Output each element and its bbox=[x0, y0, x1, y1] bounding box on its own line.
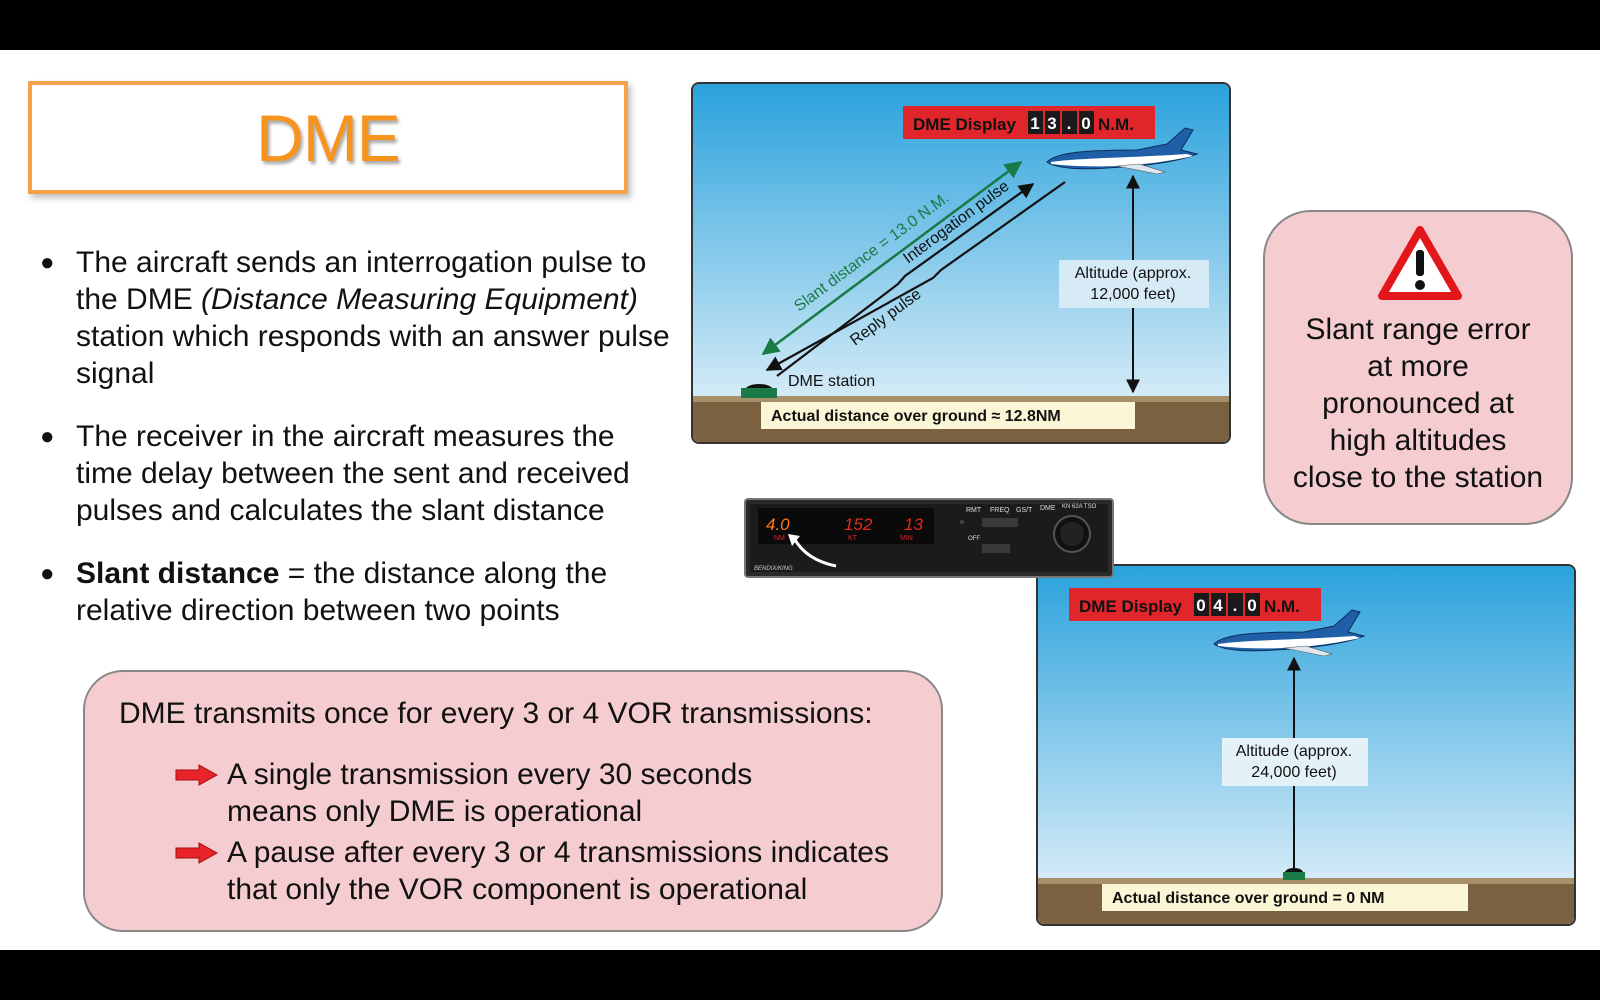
radio-speed-unit: KT bbox=[848, 535, 858, 542]
bullet-dot-icon: ● bbox=[40, 423, 55, 450]
radio-label: GS/T bbox=[1016, 507, 1033, 514]
bullet-text: = the distance along the relative direct… bbox=[76, 557, 608, 627]
radio-distance-unit: NM bbox=[774, 535, 785, 542]
display-digit: 4 bbox=[1213, 596, 1223, 615]
red-arrow-icon bbox=[175, 764, 219, 786]
bullet-italic-text: (Distance Measuring Equipment) bbox=[201, 283, 638, 316]
dme-display-label: DME Display bbox=[913, 115, 1017, 134]
dme-display: DME Display 0 4 . 0 N.M. bbox=[1069, 588, 1321, 621]
display-digit: 0 bbox=[1247, 596, 1256, 615]
radio-time: 13 bbox=[904, 515, 923, 534]
aircraft-icon bbox=[1213, 609, 1366, 657]
radio-time-unit: MIN bbox=[900, 535, 913, 542]
display-unit: N.M. bbox=[1264, 597, 1300, 616]
bullet-item: ● The aircraft sends an interrogation pu… bbox=[36, 244, 676, 392]
radio-label: FREQ bbox=[990, 507, 1010, 514]
radio-brand: BENDIX/KING bbox=[754, 566, 793, 572]
display-digit: . bbox=[1233, 596, 1238, 615]
warning-text: Slant range error at more pronounced at … bbox=[1265, 311, 1571, 496]
bullet-text: station which responds with an answer pu… bbox=[76, 320, 670, 390]
ground-distance-label: Actual distance over ground = 0 NM bbox=[1112, 890, 1385, 907]
bullet-list: ● The aircraft sends an interrogation pu… bbox=[36, 244, 676, 655]
altitude-label: Altitude (approx. bbox=[1236, 743, 1353, 760]
display-digit: 3 bbox=[1047, 114, 1056, 133]
altitude-label: Altitude (approx. bbox=[1075, 265, 1192, 282]
altitude-label: 12,000 feet) bbox=[1090, 286, 1175, 303]
display-digit: 0 bbox=[1081, 114, 1090, 133]
warning-triangle-icon bbox=[1378, 226, 1462, 300]
bullet-text: The receiver in the aircraft measures th… bbox=[76, 420, 630, 527]
warning-line: high altitudes bbox=[1329, 424, 1507, 457]
bullet-dot-icon: ● bbox=[40, 249, 55, 276]
vor-box-item: A single transmission every 30 seconds m… bbox=[175, 756, 752, 830]
radio-label: DME bbox=[1040, 505, 1056, 512]
slide: DME ● The aircraft sends an interrogatio… bbox=[0, 50, 1600, 950]
title-box: DME bbox=[28, 81, 628, 194]
warning-line: pronounced at bbox=[1322, 387, 1514, 420]
display-digit: 1 bbox=[1030, 114, 1039, 133]
dme-display: DME Display 1 3 . 0 N.M. bbox=[903, 106, 1155, 139]
vor-transmission-box: DME transmits once for every 3 or 4 VOR … bbox=[83, 670, 943, 932]
radio-distance: 4.0 bbox=[766, 515, 790, 534]
radio-label: RMT bbox=[966, 507, 982, 514]
warning-line: Slant range error bbox=[1305, 313, 1531, 346]
vor-box-heading: DME transmits once for every 3 or 4 VOR … bbox=[119, 697, 873, 730]
bullet-text: The aircraft sends an interrogation puls… bbox=[76, 246, 647, 316]
bullet-item: ● The receiver in the aircraft measures … bbox=[36, 418, 676, 529]
ground-distance-label: Actual distance over ground ≈ 12.8NM bbox=[771, 408, 1061, 425]
power-switch[interactable] bbox=[982, 544, 1010, 553]
bullet-item: ● Slant distance = the distance along th… bbox=[36, 555, 676, 629]
radio-label: KN 62A TSO bbox=[1062, 504, 1097, 510]
dme-station-icon bbox=[1283, 868, 1305, 880]
altitude-label: 24,000 feet) bbox=[1251, 764, 1336, 781]
radio-off-label: OFF bbox=[968, 536, 980, 542]
bullet-dot-icon: ● bbox=[40, 560, 55, 587]
radio-speed: 152 bbox=[844, 515, 873, 534]
vor-box-item: A pause after every 3 or 4 transmissions… bbox=[175, 834, 889, 908]
slant-distance-line bbox=[761, 160, 1023, 356]
slant-distance-diagram: DME Display 1 3 . 0 N.M. bbox=[691, 82, 1231, 444]
overhead-station-diagram: DME Display 0 4 . 0 N.M. Altitude (appro… bbox=[1036, 564, 1576, 926]
slant-error-warning-box: Slant range error at more pronounced at … bbox=[1263, 210, 1573, 525]
display-digit: 0 bbox=[1196, 596, 1205, 615]
vor-item-line: that only the VOR component is operation… bbox=[227, 873, 808, 906]
mode-switch[interactable] bbox=[982, 518, 1018, 527]
vor-item-line: means only DME is operational bbox=[227, 795, 643, 828]
reply-pulse-line bbox=[765, 181, 1066, 371]
warning-line: at more bbox=[1367, 350, 1469, 383]
red-arrow-icon bbox=[175, 842, 219, 864]
dme-station-label: DME station bbox=[788, 373, 875, 390]
vor-item-line: A single transmission every 30 seconds bbox=[227, 758, 753, 791]
dme-radio-panel: 4.0 NM 152 KT 13 MIN RMT FREQ GS/T DME K… bbox=[744, 498, 1114, 578]
vor-item-line: A pause after every 3 or 4 transmissions… bbox=[227, 836, 889, 869]
aircraft-icon bbox=[1046, 127, 1199, 175]
warning-line: close to the station bbox=[1292, 461, 1544, 494]
display-digit: . bbox=[1067, 114, 1072, 133]
bullet-bold-text: Slant distance bbox=[76, 557, 280, 590]
pointer-arrow-icon bbox=[792, 537, 837, 568]
page-title: DME bbox=[256, 100, 401, 175]
dme-display-label: DME Display bbox=[1079, 597, 1183, 616]
dme-station-icon bbox=[741, 384, 777, 398]
display-unit: N.M. bbox=[1098, 115, 1134, 134]
